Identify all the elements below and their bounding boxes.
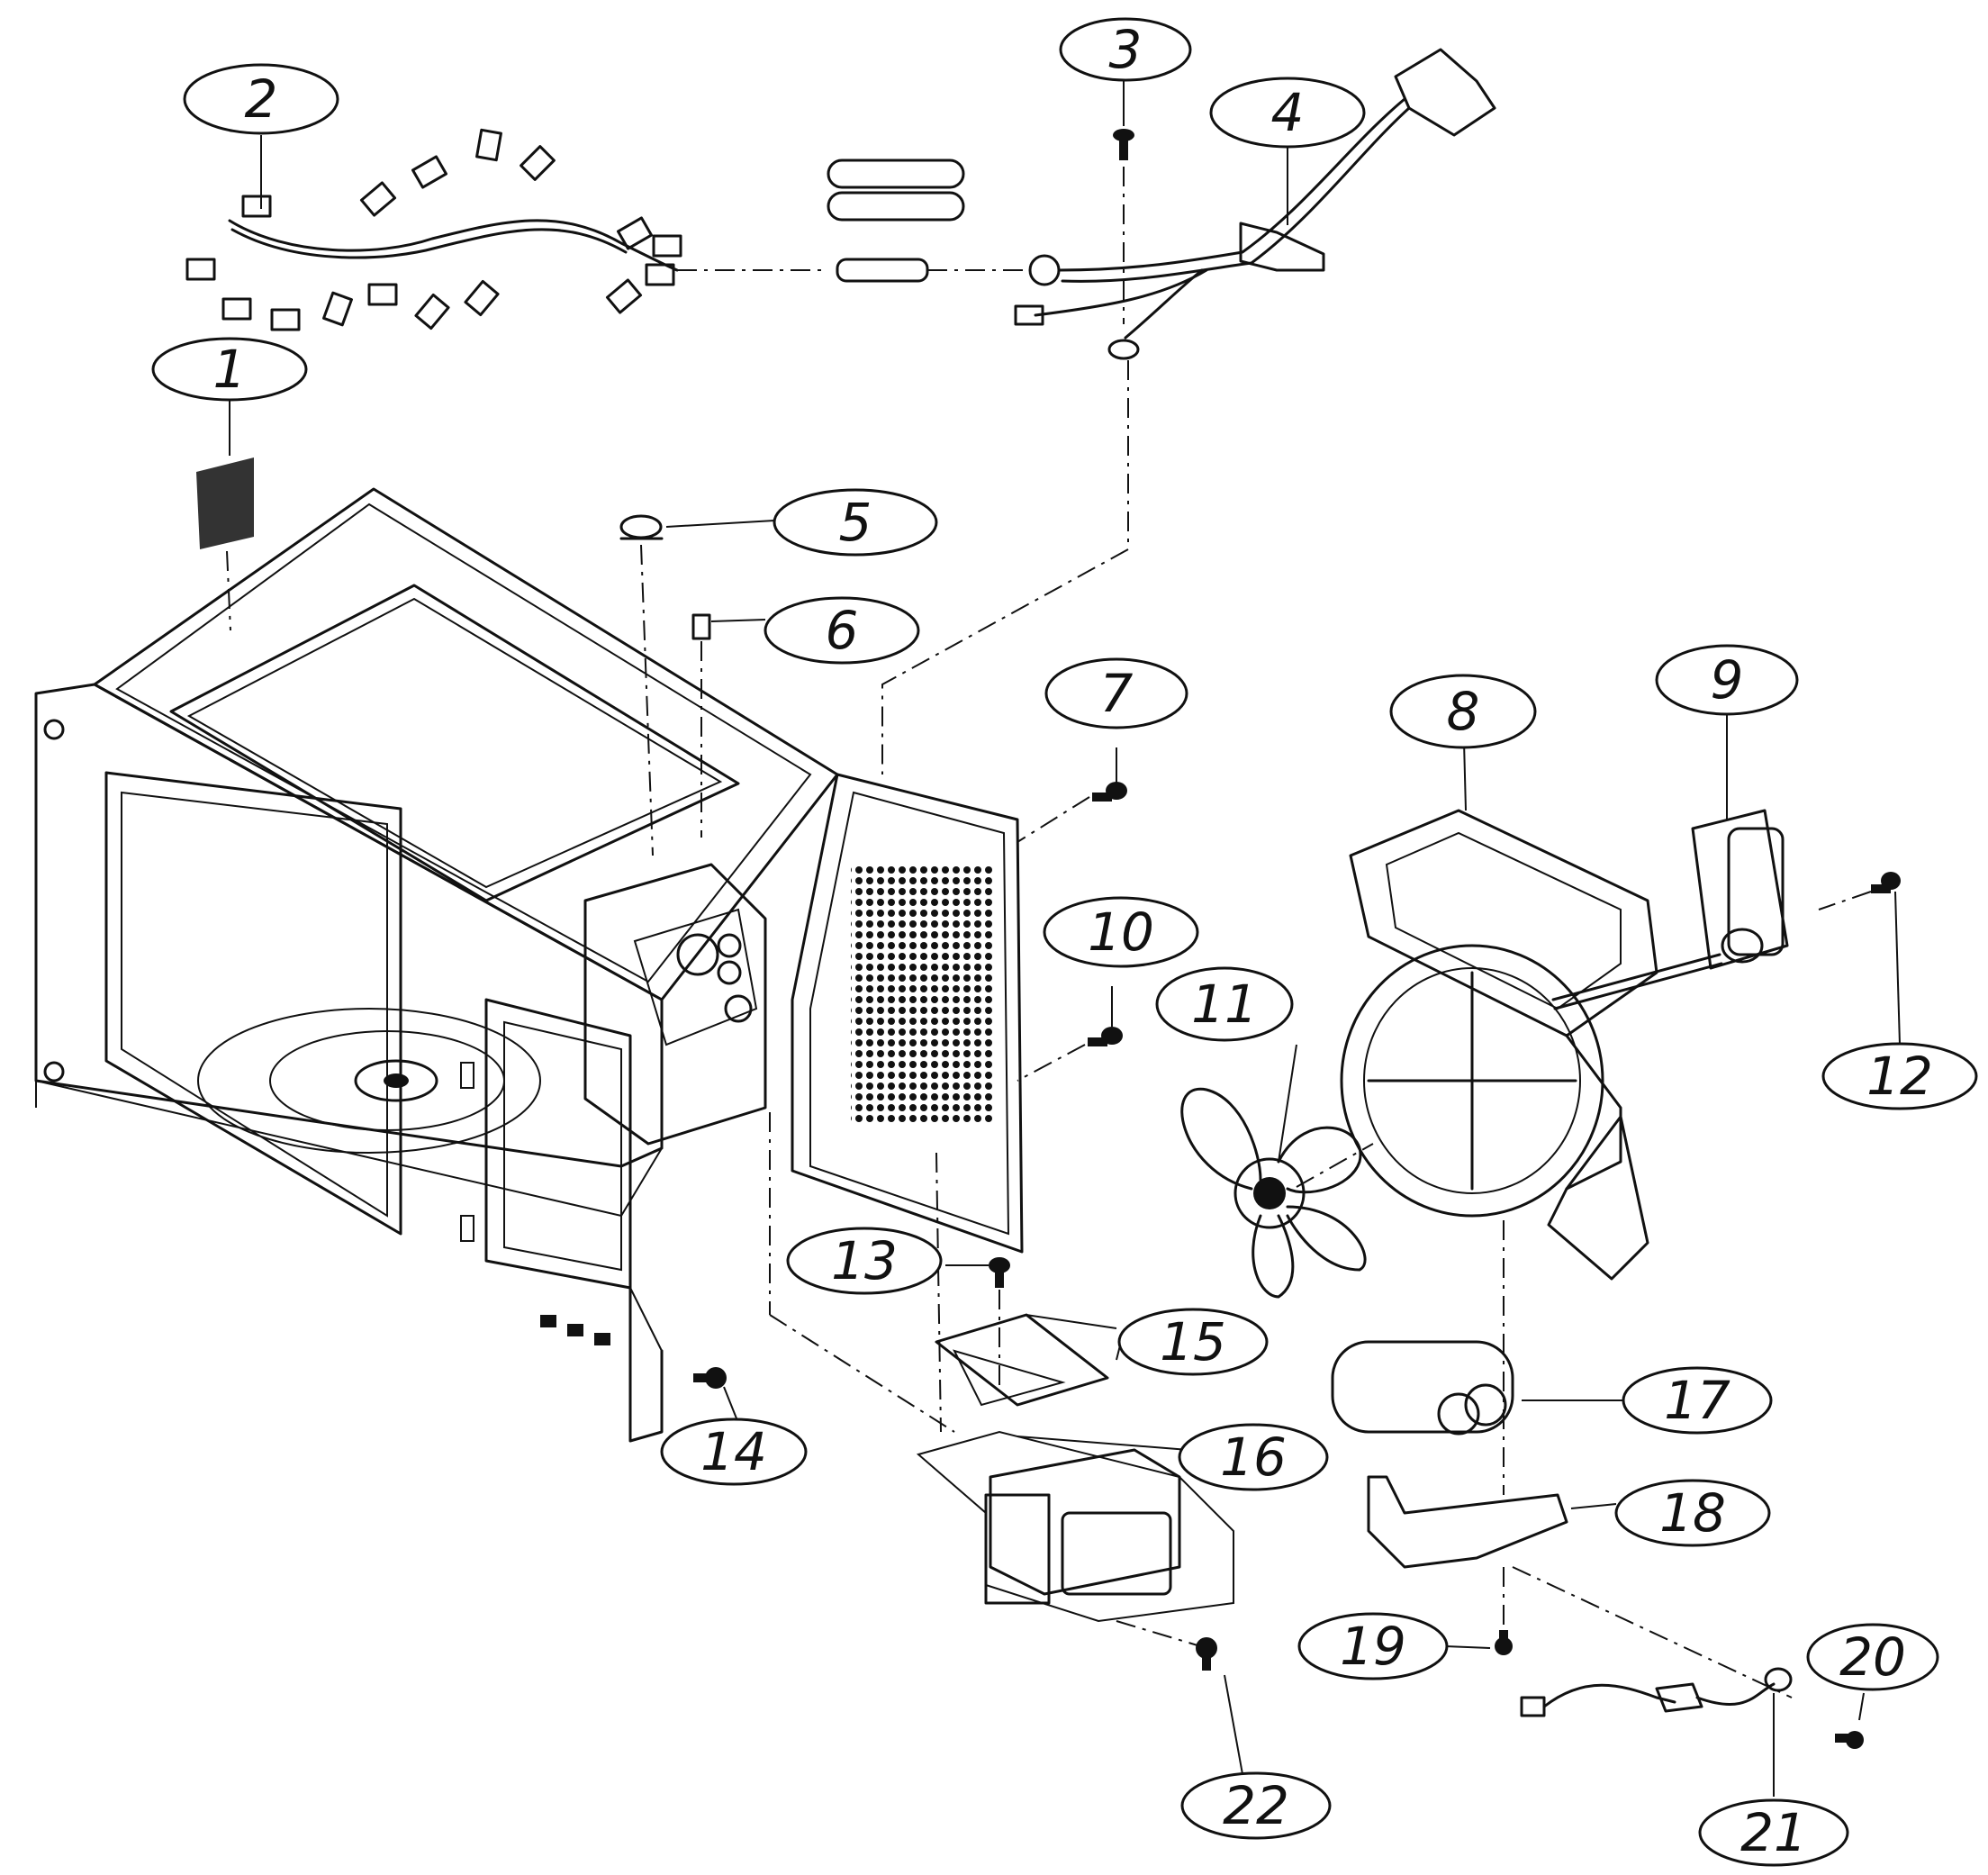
svg-text:20: 20	[1839, 1626, 1906, 1688]
svg-text:8: 8	[1447, 681, 1480, 742]
callout-19: 19	[1297, 1612, 1449, 1680]
part-4-power-cord	[881, 48, 1496, 774]
callout-17: 17	[1622, 1366, 1773, 1435]
svg-text:5: 5	[839, 492, 872, 553]
part-19-screw	[1444, 1567, 1513, 1655]
callout-11: 11	[1155, 966, 1294, 1042]
svg-text:1: 1	[213, 339, 247, 400]
callout-10: 10	[1043, 896, 1199, 968]
svg-text:7: 7	[1100, 663, 1134, 724]
part-22-screw	[1196, 1637, 1243, 1775]
svg-text:19: 19	[1340, 1616, 1406, 1677]
callout-15: 15	[1117, 1308, 1269, 1376]
svg-text:17: 17	[1664, 1370, 1730, 1431]
svg-text:12: 12	[1866, 1046, 1933, 1107]
callout-6: 6	[764, 596, 920, 665]
part-17-capacitor	[1331, 1340, 1625, 1436]
callout-1: 1	[151, 337, 308, 402]
svg-text:13: 13	[831, 1230, 898, 1291]
svg-text:4: 4	[1271, 82, 1305, 143]
callout-5: 5	[773, 488, 938, 557]
svg-text:11: 11	[1191, 974, 1258, 1035]
callout-8: 8	[1389, 674, 1537, 749]
callout-2: 2	[183, 63, 339, 135]
svg-text:22: 22	[1223, 1775, 1289, 1836]
callouts: 1 2 3 4 5 6 7 8	[151, 17, 1978, 1867]
part-6-fuse	[691, 613, 766, 838]
svg-text:6: 6	[826, 600, 859, 661]
callout-3: 3	[1059, 17, 1192, 82]
part-11-fan-blade	[1180, 1044, 1374, 1299]
part-15-bracket	[935, 1313, 1122, 1407]
part-9-fan-motor	[1551, 711, 1789, 1010]
part-16-transformer	[769, 1112, 1234, 1649]
callout-18: 18	[1614, 1479, 1771, 1547]
svg-text:16: 16	[1220, 1427, 1287, 1488]
part-18-bracket	[1367, 1220, 1617, 1569]
svg-text:18: 18	[1659, 1482, 1726, 1544]
part-13-screw	[945, 1257, 1010, 1387]
main-cabinet	[34, 487, 1024, 1443]
part-5-thermostat	[619, 514, 775, 856]
callout-22: 22	[1180, 1771, 1332, 1840]
callout-16: 16	[1178, 1423, 1329, 1491]
part-2-wire-harness	[185, 128, 828, 331]
svg-text:21: 21	[1740, 1802, 1807, 1863]
callout-20: 20	[1806, 1623, 1939, 1691]
svg-text:14: 14	[700, 1421, 767, 1482]
part-20-screw	[1835, 1692, 1865, 1749]
callout-12: 12	[1821, 1042, 1978, 1110]
part-21-ground-wire	[1512, 1566, 1793, 1797]
part-12-screw	[1818, 872, 1901, 1046]
svg-text:3: 3	[1109, 19, 1143, 80]
callout-4: 4	[1209, 77, 1366, 149]
vent-grid	[851, 865, 995, 1126]
callout-21: 21	[1698, 1798, 1849, 1867]
callout-14: 14	[660, 1418, 808, 1486]
part-14-screw	[693, 1367, 739, 1424]
part-10-screw	[1017, 986, 1123, 1082]
callout-7: 7	[1044, 657, 1188, 729]
svg-text:10: 10	[1088, 901, 1154, 963]
svg-text:15: 15	[1160, 1311, 1226, 1372]
callout-13: 13	[786, 1227, 943, 1295]
part-3-screw	[1113, 77, 1134, 324]
svg-text:2: 2	[245, 68, 278, 130]
callout-9: 9	[1655, 644, 1799, 716]
fuse-and-bands	[827, 159, 1026, 283]
svg-text:9: 9	[1711, 649, 1744, 711]
part-7-screw	[1017, 747, 1127, 843]
